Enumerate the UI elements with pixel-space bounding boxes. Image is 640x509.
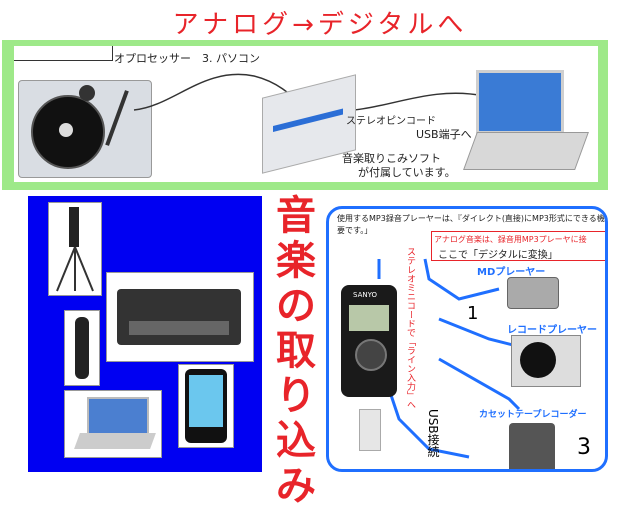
step-number-3: 3 xyxy=(577,435,591,460)
record-player-label: レコードプレーヤー xyxy=(507,321,597,336)
media-player-screen-icon xyxy=(189,375,223,427)
usb-port-label: USB端子へ xyxy=(416,126,472,142)
device-collage-panel xyxy=(28,196,262,472)
heading-char: 取 xyxy=(268,329,324,374)
usb-plug-icon xyxy=(359,409,381,451)
tripod-icon xyxy=(49,247,101,293)
usb-connect-label: USB接続 xyxy=(425,409,442,458)
mixer-controls-icon xyxy=(129,321,229,335)
laptop-base-icon xyxy=(74,433,156,449)
speaker-icon xyxy=(69,207,79,247)
mp3-recorder-image: SANYO xyxy=(341,285,397,397)
record-player-image xyxy=(511,335,581,387)
cassette-recorder-image xyxy=(509,423,555,472)
stereo-cord-label: ステレオピンコード xyxy=(346,112,436,127)
laptop-screen-image xyxy=(476,70,564,134)
microphone-icon xyxy=(75,317,89,379)
stereo-minicord-label: ステレオミニコードで「ライン入力」へ xyxy=(399,247,415,409)
laptop-keyboard-image xyxy=(463,132,589,170)
heading-char: み xyxy=(268,464,324,509)
mixer-body-icon xyxy=(117,289,241,345)
laptop-image xyxy=(64,390,162,458)
heading-char: 込 xyxy=(268,419,324,464)
md-player-label: MDプレーヤー xyxy=(477,263,545,278)
speaker-stand-image xyxy=(48,202,102,296)
recorder-screen-icon xyxy=(349,305,389,331)
step-number-1: 1 xyxy=(467,303,478,324)
md-player-image xyxy=(507,277,559,309)
analog-to-pc-illustration: オプロセッサー 3. パソコン ステレオピンコード USB端子へ 音楽取りこみソ… xyxy=(14,46,598,182)
mp3-connection-diagram: 使用するMP3録音プレーヤーは、『ダイレクト(直接)にMP3形式にできる機種を使… xyxy=(326,206,608,472)
recorder-brand: SANYO xyxy=(353,291,377,299)
microphone-image xyxy=(64,310,100,386)
vertical-heading: 音 楽 の 取 り 込 み xyxy=(268,194,324,509)
media-player-image xyxy=(178,364,234,448)
record-disc-icon xyxy=(520,342,556,378)
mixer-recorder-image xyxy=(106,272,254,362)
heading-char: り xyxy=(268,374,324,419)
cassette-recorder-label: カセットテープレコーダー xyxy=(479,407,586,420)
heading-char: 音 xyxy=(268,194,324,239)
laptop-screen-icon xyxy=(87,397,149,435)
heading-char: 楽 xyxy=(268,239,324,284)
device-stripe xyxy=(273,109,343,132)
recorder-dial-icon xyxy=(355,339,387,371)
page-title: アナログ→デジタルへ xyxy=(0,4,640,41)
heading-char: の xyxy=(268,284,324,329)
software-label-line2: が付属しています。 xyxy=(358,164,456,180)
